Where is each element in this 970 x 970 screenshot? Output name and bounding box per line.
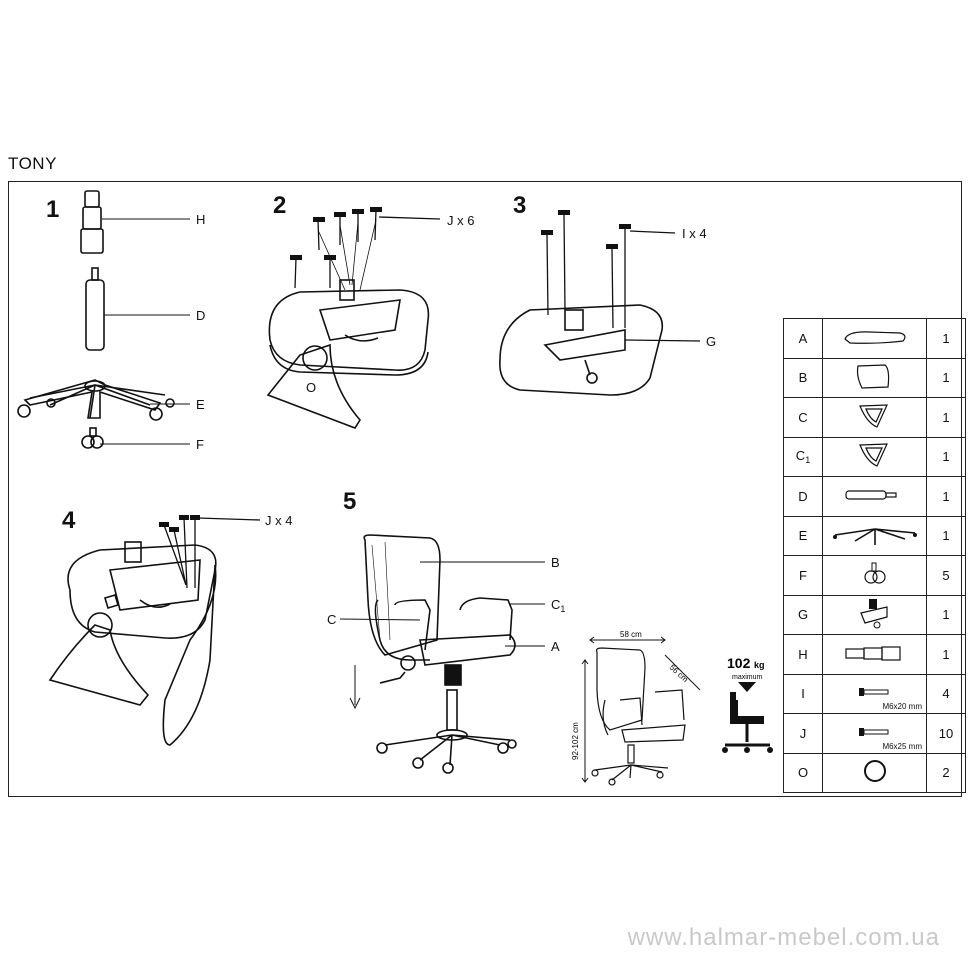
part-quantity: 1 — [926, 515, 966, 556]
step-5-label-b: B — [551, 555, 560, 570]
step-1-label-f: F — [196, 437, 204, 452]
step-4-number: 4 — [62, 507, 76, 534]
step-1-label-e: E — [196, 397, 205, 412]
part-letter: I — [783, 673, 823, 714]
caster-icon — [822, 555, 927, 596]
parts-row: C1 1 — [783, 436, 966, 477]
step-5-label-c1: C1 — [551, 597, 566, 614]
depth-dimension: 56 cm — [668, 663, 690, 684]
step-4-callout: J x 4 — [265, 513, 293, 528]
part-letter: O — [783, 752, 823, 793]
height-dimension: 92-102 cm — [571, 722, 580, 760]
step-1-label-d: D — [196, 308, 206, 323]
step-1-label-h: H — [196, 212, 206, 227]
svg-text:maximum: maximum — [732, 674, 763, 681]
part-letter: C1 — [783, 436, 823, 477]
step-2-callout: J x 6 — [447, 213, 475, 228]
armrest-icon — [822, 397, 927, 438]
part-quantity: 2 — [926, 752, 966, 793]
max-load-icon: 102 kg maximum — [722, 655, 773, 753]
watermark: www.halmar-mebel.com.ua — [627, 924, 940, 951]
document-title: TONY — [8, 154, 57, 173]
part-letter: B — [783, 357, 823, 398]
part-letter: H — [783, 634, 823, 675]
bolt-icon: M6x20 mm — [822, 673, 927, 714]
ring-icon — [822, 752, 927, 793]
parts-row: J M6x25 mm 10 — [783, 713, 966, 754]
bolt-icon: M6x25 mm — [822, 713, 927, 754]
step-5-number: 5 — [343, 488, 357, 515]
step-2-number: 2 — [273, 192, 287, 219]
part-quantity: 1 — [926, 476, 966, 517]
part-letter: F — [783, 555, 823, 596]
part-quantity: 1 — [926, 397, 966, 438]
part-letter: J — [783, 713, 823, 754]
part-letter: G — [783, 594, 823, 635]
part-quantity: 10 — [926, 713, 966, 754]
gas-lift-icon — [822, 476, 927, 517]
part-letter: C — [783, 397, 823, 438]
seat-cushion-icon — [822, 318, 927, 359]
parts-row: I M6x20 mm 4 — [783, 673, 966, 714]
step-2-label-o: O — [306, 380, 317, 395]
mechanism-icon — [822, 594, 927, 635]
part-quantity: 1 — [926, 318, 966, 359]
step-3-number: 3 — [513, 192, 527, 219]
part-quantity: 1 — [926, 436, 966, 477]
step-1-number: 1 — [46, 196, 60, 223]
step-5-label-c: C — [327, 612, 337, 627]
svg-text:kg: kg — [754, 660, 765, 670]
gas-lift-cover-icon — [822, 634, 927, 675]
part-letter: D — [783, 476, 823, 517]
part-quantity: 1 — [926, 357, 966, 398]
bolt-spec: M6x20 mm — [882, 702, 922, 711]
width-dimension: 58 cm — [620, 630, 642, 639]
part-quantity: 1 — [926, 634, 966, 675]
step-3-label-g: G — [706, 334, 717, 349]
part-quantity: 5 — [926, 555, 966, 596]
step-3-callout: I x 4 — [682, 226, 707, 241]
part-quantity: 4 — [926, 673, 966, 714]
part-letter: E — [783, 515, 823, 556]
backrest-icon — [822, 357, 927, 398]
bolt-spec: M6x25 mm — [882, 741, 922, 751]
part-quantity: 1 — [926, 594, 966, 635]
part-letter: A — [783, 318, 823, 359]
step-5-label-a: A — [551, 639, 560, 654]
star-base-icon — [822, 515, 927, 556]
armrest-icon — [822, 436, 927, 477]
svg-text:102: 102 — [727, 655, 751, 671]
